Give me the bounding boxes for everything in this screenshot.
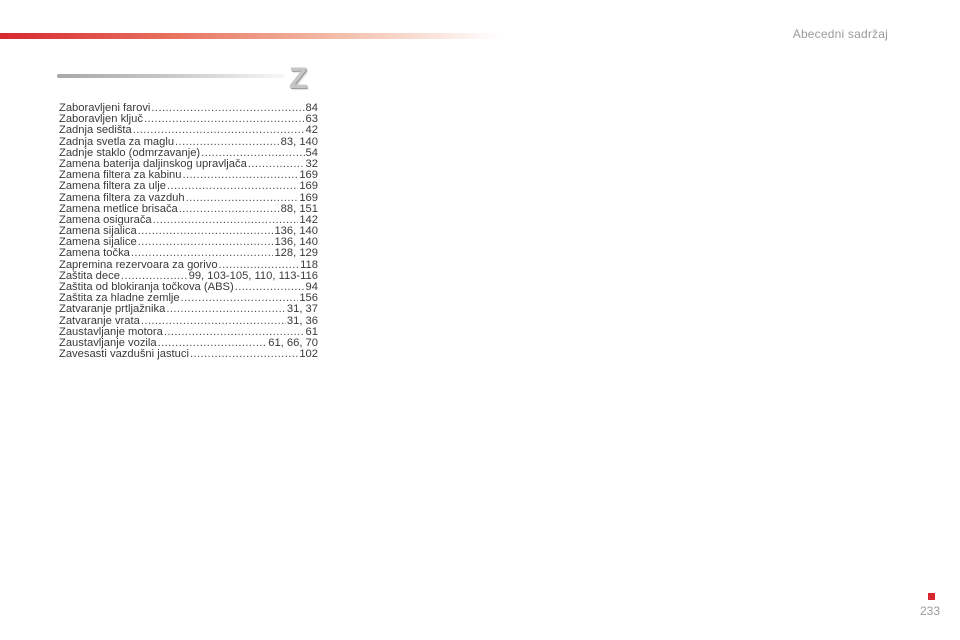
index-entry[interactable]: Zatvaranje prtljažnika 31, 37 [59, 304, 318, 315]
index-page-refs: 118 [300, 258, 318, 271]
dot-leader [166, 304, 286, 315]
index-page-refs: 42 [305, 124, 318, 137]
dot-leader [190, 349, 298, 360]
index-term: Zadnje staklo (odmrzavanje) [59, 146, 201, 159]
index-letter-heading: Z [289, 62, 308, 95]
index-page-refs: 61, 66, 70 [268, 336, 318, 349]
index-entry[interactable]: Zadnja sedišta 42 [59, 125, 318, 136]
index-entry[interactable]: Zamena filtera za kabinu 169 [59, 169, 318, 182]
index-entry[interactable]: Zamena osigurača 142 [59, 213, 318, 226]
index-term: Zaštita od blokiranja točkova (ABS) [59, 281, 234, 293]
index-term: Zamena baterija daljinskog upravljača [59, 157, 247, 170]
index-term: Zamena sijalice [59, 236, 137, 249]
index-entry[interactable]: Zapremina rezervoara za gorivo 118 [59, 258, 318, 271]
dot-leader [138, 237, 274, 248]
index-page-refs: 136, 140 [274, 236, 318, 249]
index-page-refs: 169 [299, 169, 318, 182]
page-number: 233 [919, 604, 940, 618]
index-term: Zadnja sedišta [59, 124, 132, 137]
dot-leader [235, 282, 305, 293]
index-page-refs: 32 [305, 157, 318, 170]
index-term: Zavesasti vazdušni jastuci [59, 348, 189, 361]
dot-leader [144, 114, 305, 125]
dot-leader [151, 103, 304, 114]
index-entry[interactable]: Zamena filtera za ulje 169 [59, 181, 318, 192]
index-term: Zatvaranje prtljažnika [59, 303, 166, 316]
index-entry[interactable]: Zamena baterija daljinskog upravljača 32 [59, 157, 318, 170]
index-term: Zamena filtera za kabinu [59, 169, 182, 182]
index-page-refs: 94 [305, 281, 318, 293]
index-term: Zaustavljanje motora [59, 325, 163, 338]
dot-leader [131, 248, 274, 259]
dot-leader [179, 204, 280, 215]
index-term: Zapremina rezervoara za gorivo [59, 258, 218, 271]
index-term: Zaštita dece [59, 269, 120, 282]
index-term: Zamena filtera za ulje [59, 180, 166, 193]
index-entry[interactable]: Zadnje staklo (odmrzavanje) 54 [59, 146, 318, 159]
index-page-refs: 63 [305, 113, 318, 126]
dot-leader [133, 125, 305, 136]
index-page-refs: 61 [305, 325, 318, 338]
index-entry[interactable]: Zaštita od blokiranja točkova (ABS) 94 [59, 281, 318, 293]
header-accent-bar [0, 33, 500, 39]
index-term: Zaboravljen ključ [59, 113, 143, 126]
index-entry[interactable]: Zamena filtera za vazduh 169 [59, 191, 318, 204]
index-term: Zaboravljeni farovi [59, 102, 151, 114]
index-page-refs: 83, 140 [280, 135, 318, 148]
index-page-refs: 169 [299, 191, 318, 204]
index-entry[interactable]: Zaboravljen ključ 63 [59, 113, 318, 126]
dot-leader [248, 159, 305, 170]
dot-leader [183, 170, 299, 181]
index-entry[interactable]: Zatvaranje vrata 31, 36 [59, 314, 318, 327]
dot-leader [138, 226, 274, 237]
index-term: Zamena filtera za vazduh [59, 191, 185, 204]
index-term: Zadnja svetla za maglu [59, 135, 175, 148]
index-page-refs: 99, 103-105, 110, 113-116 [188, 269, 318, 282]
index-page-refs: 136, 140 [274, 225, 318, 238]
dot-leader [167, 181, 298, 192]
index-entry[interactable]: Zamena sijalice 136, 140 [59, 237, 318, 248]
index-page-refs: 142 [299, 213, 318, 226]
index-entry[interactable]: Zavesasti vazdušni jastuci 102 [59, 348, 318, 361]
index-entry[interactable]: Zaustavljanje motora 61 [59, 325, 318, 338]
index-term: Zamena sijalica [59, 225, 137, 238]
index-entry[interactable]: Zamena točka 128, 129 [59, 248, 318, 259]
dot-leader [181, 293, 299, 304]
index-term: Zaštita za hladne zemlje [59, 292, 180, 305]
section-title: Abecedni sadržaj [792, 27, 888, 41]
index-entry[interactable]: Zaboravljeni farovi 84 [59, 102, 318, 114]
index-page-refs: 84 [305, 102, 318, 114]
index-term: Zaustavljanje vozila [59, 336, 157, 349]
index-term: Zatvaranje vrata [59, 314, 140, 327]
index-page-refs: 156 [299, 292, 318, 305]
index-page-refs: 169 [299, 180, 318, 193]
index-page-refs: 102 [299, 348, 318, 361]
index-entry[interactable]: Zamena sijalica 136, 140 [59, 225, 318, 238]
index-page-refs: 128, 129 [274, 247, 318, 260]
index-page-refs: 31, 37 [286, 303, 318, 316]
index-entry[interactable]: Zaštita dece 99, 103-105, 110, 113-116 [59, 269, 318, 282]
index-page-refs: 54 [305, 146, 318, 159]
index-page-refs: 31, 36 [286, 314, 318, 327]
index-page-refs: 88, 151 [280, 202, 318, 215]
index-term: Zamena osigurača [59, 213, 152, 226]
index-entry[interactable]: Zaštita za hladne zemlje 156 [59, 292, 318, 305]
index-entry[interactable]: Zaustavljanje vozila 61, 66, 70 [59, 336, 318, 349]
letter-divider [57, 74, 285, 78]
index-term: Zamena točka [59, 247, 130, 260]
index-term: Zamena metlice brisača [59, 202, 178, 215]
page-marker-square [928, 593, 935, 600]
index-entry[interactable]: Zadnja svetla za maglu 83, 140 [59, 135, 318, 148]
index-entry[interactable]: Zamena metlice brisača 88, 151 [59, 202, 318, 215]
